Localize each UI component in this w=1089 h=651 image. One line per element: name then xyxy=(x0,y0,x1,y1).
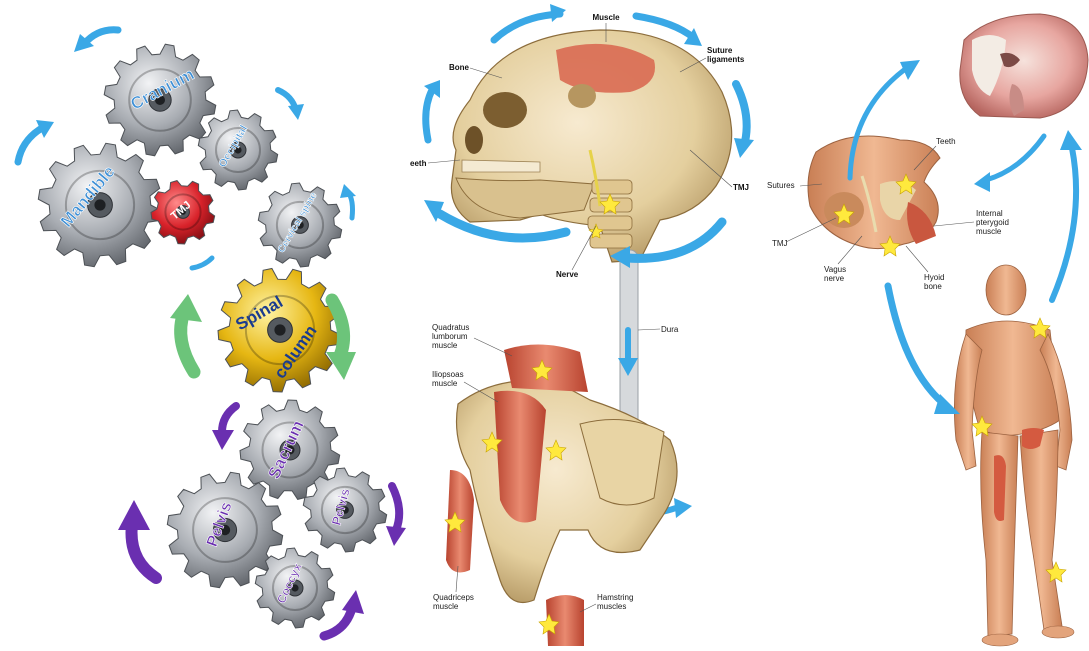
label-vagus-2: nerve xyxy=(824,274,845,283)
gear-chain-panel: Cranium Mandible Occipital Cervical spin… xyxy=(18,30,406,636)
arrow-head-to-body xyxy=(888,286,944,404)
label-dura: Dura xyxy=(661,325,679,334)
arrow-spinal-right xyxy=(332,300,344,356)
gear-spinal-axle xyxy=(274,324,285,335)
arrow-skull-right xyxy=(736,84,747,146)
arrow-tmj xyxy=(192,258,212,268)
label-suture-ligaments-1: Suture xyxy=(707,46,733,55)
human-figure xyxy=(954,265,1074,646)
arrow-pelvis-left xyxy=(132,524,157,578)
label-quadriceps-1: Quadriceps xyxy=(433,593,474,602)
label-bone: Bone xyxy=(449,63,470,72)
arrow-occipital-head xyxy=(288,104,304,120)
label-hyoid-1: Hyoid xyxy=(924,273,944,282)
arrow-pelvis-right-head xyxy=(386,526,406,546)
figure-left-foot xyxy=(982,634,1018,646)
upper-teeth xyxy=(462,160,540,172)
figure-right-foot xyxy=(1042,626,1074,638)
arrow-skull-top-left xyxy=(494,14,560,40)
label-teeth: eeth xyxy=(410,159,427,168)
label-hamstring-1: Hamstring xyxy=(597,593,633,602)
label-suture-ligaments-2: ligaments xyxy=(707,55,745,64)
arrow-sacrum-head xyxy=(212,430,234,450)
arrow-coccyx xyxy=(324,608,352,636)
arrow-skull-left xyxy=(426,90,432,140)
arrow-brain-to-head xyxy=(986,136,1044,180)
arrow-mandible xyxy=(18,128,42,162)
right-panel: Teeth Sutures TMJ Vagus nerve Hyoid bone… xyxy=(767,14,1088,646)
label-iliopsoas-1: Iliopsoas xyxy=(432,370,464,379)
label-pterygoid-1: Internal xyxy=(976,209,1003,218)
nasal-cavity xyxy=(465,126,483,154)
brain-section xyxy=(960,14,1088,118)
arrow-body-to-brain xyxy=(1052,148,1076,300)
label-hamstring-2: muscles xyxy=(597,602,626,611)
eye-socket xyxy=(483,92,527,128)
head-profile xyxy=(808,136,940,249)
figure-right-leg xyxy=(1020,430,1062,630)
label-quadratus-1: Quadratus xyxy=(432,323,469,332)
label-pterygoid-2: pterygoid xyxy=(976,218,1009,227)
pelvis-panel: Quadratus lumborum muscle Iliopsoas musc… xyxy=(432,323,677,646)
label-vagus-1: Vagus xyxy=(824,265,846,274)
arrow-pelvis-right xyxy=(392,486,399,530)
label-sutures: Sutures xyxy=(767,181,795,190)
label-teeth-head: Teeth xyxy=(936,137,956,146)
gear-mandible xyxy=(38,143,161,266)
arrow-pelvis-left-head xyxy=(118,500,150,530)
arrow-coccyx-head xyxy=(342,590,364,614)
label-hyoid-2: bone xyxy=(924,282,942,291)
label-pterygoid-3: muscle xyxy=(976,227,1002,236)
label-muscle: Muscle xyxy=(592,13,620,22)
figure-thigh-muscle xyxy=(994,455,1006,521)
arrow-cervical-head xyxy=(340,184,356,198)
arrow-sacrum xyxy=(222,406,236,432)
arrow-spinal-left xyxy=(181,312,194,372)
label-quadratus-2: lumborum xyxy=(432,332,468,341)
label-iliopsoas-2: muscle xyxy=(432,379,458,388)
tmj-joint xyxy=(568,84,596,108)
arrow-spinal-left-head xyxy=(170,294,202,322)
label-nerve: Nerve xyxy=(556,270,579,279)
label-quadriceps-2: muscle xyxy=(433,602,459,611)
label-tmj-head: TMJ xyxy=(772,239,788,248)
figure-head xyxy=(986,265,1026,315)
label-quadratus-3: muscle xyxy=(432,341,458,350)
gear-coccyx xyxy=(255,548,334,628)
label-tmj-skull: TMJ xyxy=(733,183,749,192)
